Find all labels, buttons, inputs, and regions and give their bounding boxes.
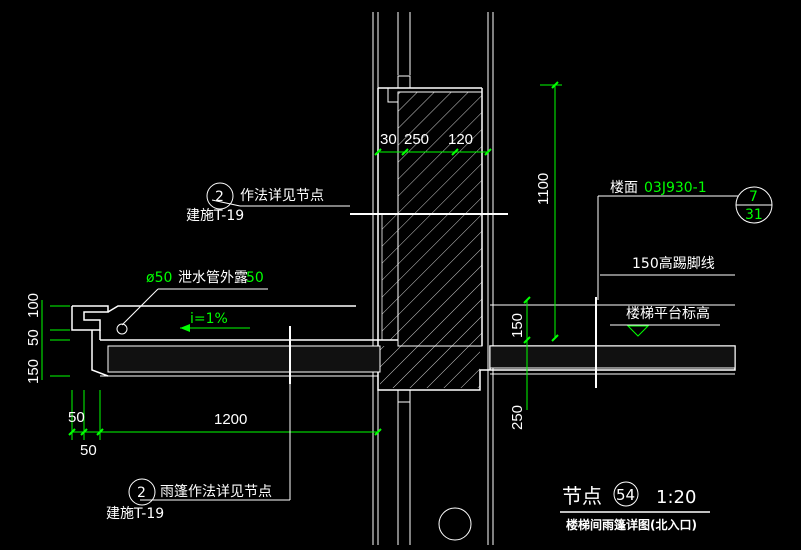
slab-section — [100, 304, 736, 391]
ref2-text: 雨篷作法详见节点 — [160, 484, 272, 500]
detail-ref-circle-1 — [206, 182, 234, 210]
dimension-lines — [41, 84, 562, 440]
dim-bottom-50b: 50 — [80, 442, 97, 459]
floor-prefix: 楼面 — [610, 180, 638, 196]
axis-bubble — [438, 507, 472, 541]
drain-value: 50 — [246, 270, 264, 286]
dim-left-100: 100 — [25, 293, 42, 318]
ref1-sheet: 建施T-19 — [186, 208, 244, 224]
dim-left-150: 150 — [25, 359, 42, 384]
floor-code: 03J930-1 — [644, 180, 707, 196]
canopy-edge — [71, 305, 356, 377]
scale-text: 1:20 — [656, 487, 696, 508]
dim-bottom-50a: 50 — [68, 409, 85, 426]
dim-slab-150: 150 — [509, 313, 526, 338]
detail-ref-circle-2 — [128, 478, 156, 506]
node-number-circle — [613, 481, 639, 507]
dim-height-1100: 1100 — [535, 173, 552, 205]
ref1-text: 作法详见节点 — [240, 188, 324, 204]
drain-pipe-circle — [116, 323, 128, 335]
drain-prefix: ø50 — [146, 270, 172, 286]
dim-wall-mid: 250 — [404, 131, 429, 148]
ref2-sheet: 建施T-19 — [106, 506, 164, 522]
slope-text: i=1% — [190, 311, 228, 327]
ref2-number: 2 — [137, 485, 146, 501]
dimension-ticks — [68, 81, 559, 436]
ref1-number: 2 — [215, 189, 224, 205]
leader-lines — [121, 195, 738, 501]
dim-length-1200: 1200 — [214, 411, 247, 428]
floor-ref-top: 7 — [749, 189, 758, 205]
wall-section — [377, 75, 483, 403]
break-marks — [289, 213, 597, 388]
dim-bottom-250: 250 — [509, 405, 526, 430]
dim-left-50: 50 — [25, 329, 42, 346]
stair-level-text: 楼梯平台标高 — [626, 305, 710, 322]
floor-ref-bottom: 31 — [745, 207, 763, 223]
drain-text: 泄水管外露 — [178, 270, 248, 286]
dim-wall-left: 30 — [380, 131, 397, 148]
node-number: 54 — [616, 486, 635, 504]
node-label: 节点 — [562, 484, 602, 508]
drawing-title: 楼梯间雨篷详图(北入口) — [566, 517, 697, 532]
slope-arrowhead — [180, 324, 190, 332]
dim-wall-right: 120 — [448, 131, 473, 148]
skirting-text: 150高踢脚线 — [632, 255, 715, 272]
level-marker — [626, 325, 650, 337]
